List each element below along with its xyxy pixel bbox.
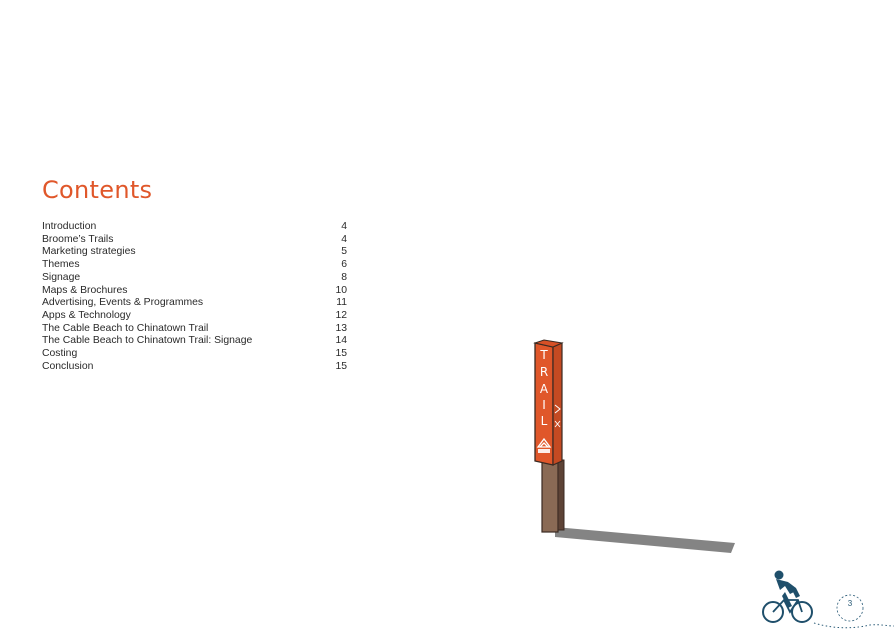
toc-entry-title: The Cable Beach to Chinatown Trail: Sign… (42, 335, 253, 347)
page-number-circle (836, 594, 864, 622)
toc-entry-title: Signage (42, 271, 81, 283)
toc-entry-page: 11 (336, 297, 347, 309)
toc-entry-page: 15 (335, 348, 347, 360)
toc-entry-title: The Cable Beach to Chinatown Trail (42, 322, 209, 334)
sign-post-front (541, 459, 559, 533)
sign-panel-side (552, 342, 563, 466)
toc-entry-page: 4 (341, 221, 347, 232)
cyclist-icon (762, 570, 813, 623)
toc-entry-page: 14 (335, 335, 347, 347)
toc-entry-page: 8 (341, 271, 347, 283)
sign-shadow (555, 527, 735, 553)
sign-letter: I (542, 398, 546, 412)
toc-entry[interactable]: Marketing strategies 5 (42, 246, 347, 259)
toc-entry-page: 15 (335, 360, 347, 372)
toc-entry[interactable]: Broome’s Trails 4 (42, 234, 347, 247)
toc-entry[interactable]: The Cable Beach to Chinatown Trail 13 (42, 323, 347, 336)
trail-sign-illustration: T R A I L (533, 339, 735, 553)
sign-side-mark (554, 420, 561, 428)
page-number: 3 (847, 599, 853, 608)
sign-letter: L (541, 414, 548, 428)
sign-side-arrow (554, 404, 561, 414)
toc-entry-page: 6 (341, 259, 347, 271)
trail-dotted-line (813, 622, 895, 629)
toc-entry-title: Marketing strategies (42, 246, 136, 258)
toc-entry[interactable]: Conclusion 15 (42, 361, 347, 374)
toc-entry[interactable]: The Cable Beach to Chinatown Trail: Sign… (42, 335, 347, 348)
toc-entry-page: 10 (335, 284, 347, 296)
toc-entry-page: 4 (341, 233, 347, 245)
toc-entry-title: Apps & Technology (42, 309, 131, 321)
sign-plaque (538, 449, 550, 453)
sign-post-side (557, 459, 565, 531)
toc-entry-title: Maps & Brochures (42, 284, 128, 296)
toc-entry-page: 5 (341, 246, 347, 258)
sign-letter: T (539, 348, 548, 362)
toc-entry-page: 13 (335, 322, 347, 334)
trail-emblem-icon (536, 437, 552, 448)
toc-entry[interactable]: Themes 6 (42, 259, 347, 272)
sign-top (533, 339, 564, 348)
toc-entry[interactable]: Apps & Technology 12 (42, 310, 347, 323)
toc-entry-title: Advertising, Events & Programmes (42, 297, 204, 309)
toc-entry[interactable]: Costing 15 (42, 348, 347, 361)
sign-letter: R (540, 365, 548, 379)
toc-entry[interactable]: Advertising, Events & Programmes 11 (42, 297, 347, 310)
toc-entry[interactable]: Signage 8 (42, 272, 347, 285)
table-of-contents: Introduction 4 Broome’s Trails 4 Marketing… (42, 221, 347, 373)
toc-entry-title: Broome’s Trails (42, 233, 114, 245)
toc-entry-title: Introduction (42, 221, 97, 232)
cyclist-illustration (762, 570, 895, 629)
page-title: Contents (42, 176, 153, 204)
toc-entry-title: Costing (42, 348, 78, 360)
toc-entry-page: 12 (335, 309, 347, 321)
toc-entry[interactable]: Maps & Brochures 10 (42, 285, 347, 298)
sign-letter: A (540, 382, 549, 396)
toc-entry[interactable]: Introduction 4 (42, 221, 347, 234)
toc-entry-title: Conclusion (42, 360, 94, 372)
toc-entry-title: Themes (42, 259, 80, 271)
